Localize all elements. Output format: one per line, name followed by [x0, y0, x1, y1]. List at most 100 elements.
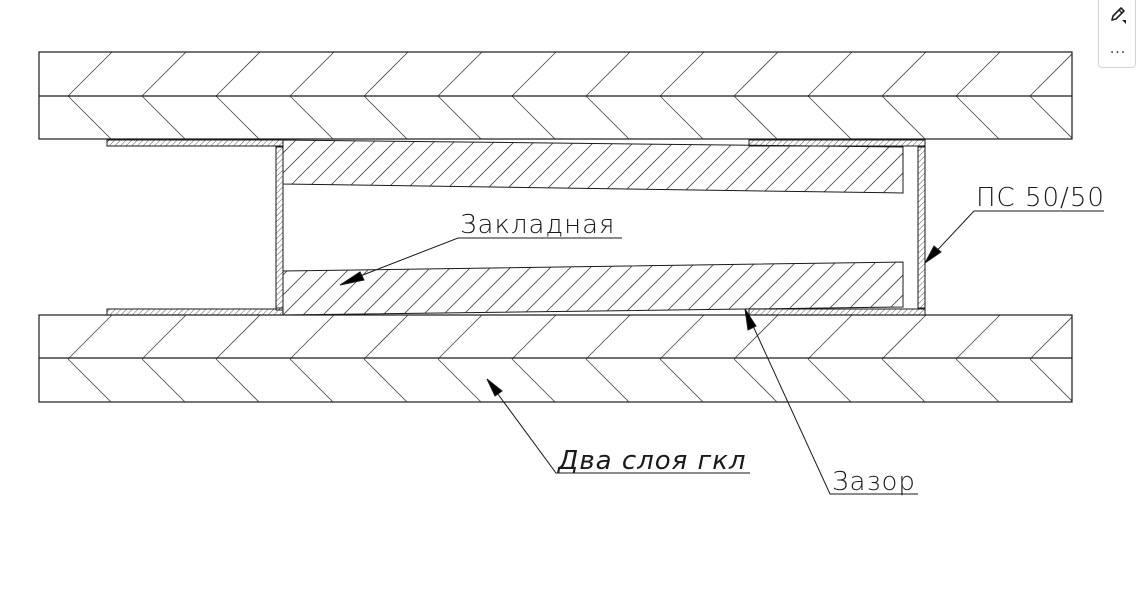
label-zazor: Зазор — [832, 467, 916, 497]
hatch-line — [960, 260, 1018, 318]
hatch-line — [659, 315, 705, 360]
hatch-line — [479, 140, 539, 193]
hatch-line — [200, 138, 258, 196]
hatch-line — [0, 315, 38, 359]
hatch-line — [1029, 316, 1072, 360]
hatch-line — [579, 140, 639, 193]
hatch-line — [733, 95, 778, 139]
hatch-line — [1029, 53, 1072, 97]
hatch-line — [879, 140, 903, 193]
hatch-line — [379, 262, 439, 315]
hatch-line — [659, 140, 719, 193]
hatch-line — [599, 262, 659, 315]
hatch-line — [599, 140, 659, 193]
hatch-line — [511, 95, 556, 139]
hatch-line — [220, 138, 278, 196]
hatch-line — [955, 95, 1000, 139]
hatch-line — [289, 52, 335, 97]
hatch-line — [67, 358, 112, 402]
leader-lines — [339, 210, 1104, 495]
hatch-line — [519, 140, 579, 193]
hatch-line — [1104, 315, 1137, 359]
hatch-line — [437, 315, 483, 360]
arrow-dva-sloya — [486, 378, 503, 397]
hatch-line — [739, 140, 799, 193]
hatch-line — [881, 52, 927, 97]
hatch-line — [419, 262, 479, 315]
hatch-line — [759, 140, 819, 193]
hatch-line — [659, 52, 705, 97]
hatch-line — [519, 262, 579, 315]
arrow-zakladnaya — [339, 271, 365, 286]
hatch-line — [881, 358, 926, 402]
hatch-line — [289, 95, 334, 139]
hatch-line — [363, 358, 408, 402]
arrow-ps — [924, 245, 942, 264]
hatch-line — [659, 262, 719, 315]
hatch-line — [699, 140, 759, 193]
hatch-line — [585, 315, 631, 360]
hatch-line — [639, 262, 699, 315]
hatch-line — [363, 95, 408, 139]
hatch-line — [67, 315, 113, 360]
hatch-line — [215, 95, 260, 139]
hatch-line — [283, 140, 299, 193]
hatch-line — [499, 262, 559, 315]
hatch-line — [807, 358, 852, 402]
hatch-line — [659, 358, 704, 402]
hatch-line — [955, 358, 1000, 402]
hatch-line — [459, 262, 519, 315]
arrow-zazor — [744, 308, 757, 331]
hatch-line — [779, 140, 839, 193]
hatch-line — [585, 52, 631, 97]
hatch-line — [399, 262, 459, 315]
hatch-line — [733, 358, 778, 402]
hatch-line — [679, 262, 739, 315]
hatch-line — [511, 358, 556, 402]
hatch-line — [920, 138, 978, 196]
hatch-line — [289, 358, 334, 402]
hatch-line — [585, 358, 630, 402]
hatch-line — [585, 95, 630, 139]
hatch-line — [679, 140, 739, 193]
hatch-line — [437, 358, 482, 402]
hatch-line — [579, 262, 639, 315]
hatch-line — [0, 52, 38, 96]
hatch-line — [1104, 359, 1137, 403]
more-options-button[interactable]: ... — [1109, 41, 1127, 57]
steel-profiles — [106, 139, 926, 316]
pencil-edit-icon[interactable] — [1099, 0, 1137, 30]
hatch-line — [511, 52, 557, 97]
hatch-line — [719, 262, 779, 315]
hatch-line — [511, 315, 557, 360]
hatch-line — [699, 262, 759, 315]
hatch-line — [881, 315, 927, 360]
hatch-line — [141, 315, 187, 360]
hatch-line — [479, 262, 539, 315]
hatch-line — [1029, 95, 1072, 139]
hatch-line — [899, 140, 903, 193]
hatch-line — [141, 95, 186, 139]
hatch-line — [733, 315, 779, 360]
hatch-line — [839, 140, 899, 193]
hatch-line — [859, 140, 903, 193]
hatch-line — [819, 140, 879, 193]
hatch-line — [619, 140, 679, 193]
hatch-line — [141, 358, 186, 402]
hatch-line — [559, 140, 619, 193]
hatch-line — [559, 262, 619, 315]
hatch-line — [215, 52, 261, 97]
hatch-line — [739, 262, 799, 315]
hatch-line — [1029, 358, 1072, 402]
hatch-line — [437, 52, 483, 97]
hatch-line — [539, 140, 599, 193]
hatch-line — [499, 140, 559, 193]
hatch-line — [439, 262, 499, 315]
hatch-line — [67, 95, 112, 139]
hatch-line — [215, 315, 261, 360]
hatch-line — [719, 140, 779, 193]
hatch-line — [733, 52, 779, 97]
hatch-line — [659, 95, 704, 139]
hatch-line — [807, 95, 852, 139]
